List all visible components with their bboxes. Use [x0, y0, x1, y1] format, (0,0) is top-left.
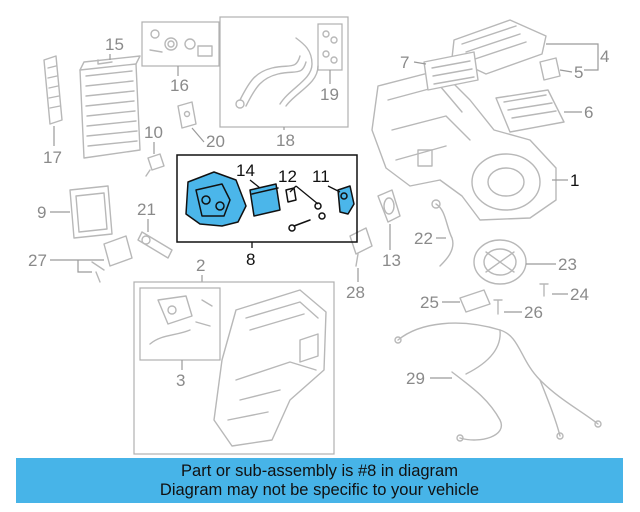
callout-13: 13 [382, 251, 401, 270]
info-banner: Part or sub-assembly is #8 in diagram Di… [16, 458, 623, 503]
part-20-clip [177, 101, 197, 129]
part-1-hvac-housing [371, 69, 557, 221]
part-28-clip [349, 227, 373, 267]
part-5-actuator [539, 57, 561, 81]
part-14-seal-plate [185, 171, 247, 227]
part-16-fittings [149, 29, 213, 57]
part-27-screw-clip [91, 235, 133, 283]
callout-24: 24 [570, 285, 589, 304]
callout-9: 9 [37, 203, 46, 222]
callout-23: 23 [558, 255, 577, 274]
callout-14: 14 [236, 161, 255, 180]
banner-line-2: Diagram may not be specific to your vehi… [159, 481, 480, 499]
part-11-expansion-valve [337, 185, 355, 215]
callout-17: 17 [43, 148, 62, 167]
callout-10: 10 [144, 123, 163, 142]
callout-28: 28 [346, 283, 365, 302]
part-19-o-rings [317, 23, 343, 71]
callout-1: 1 [570, 171, 579, 190]
part-15-evaporator-core [79, 55, 141, 159]
callout-26: 26 [524, 303, 543, 322]
part-7-vent-grille [423, 51, 479, 91]
callout-2: 2 [196, 256, 205, 275]
part-2-box [133, 281, 335, 455]
part-6-cabin-filter [495, 89, 565, 133]
callout-25: 25 [420, 293, 439, 312]
part-13-seal [377, 189, 401, 223]
callout-19: 19 [320, 85, 339, 104]
callout-20: 20 [206, 132, 225, 151]
part-22-drain-tube [431, 199, 454, 267]
callout-3: 3 [176, 371, 185, 390]
part-9-filter [69, 185, 113, 239]
callout-15: 15 [105, 35, 124, 54]
banner-line-1: Part or sub-assembly is #8 in diagram [181, 462, 458, 480]
part-3-actuator-parts [149, 295, 213, 345]
callout-12: 12 [278, 167, 297, 186]
callout-22: 22 [414, 229, 433, 248]
part-18-refrigerant-lines [235, 37, 319, 109]
callout-11: 11 [312, 167, 330, 186]
part-8-assembly-box [176, 154, 358, 243]
part-29-wiring-harness [394, 322, 602, 442]
callout-4: 4 [600, 47, 609, 66]
part-10-sensor [145, 153, 165, 177]
part-26-screw [493, 299, 503, 315]
part-12-seals-clip [285, 187, 326, 232]
callout-21: 21 [137, 200, 156, 219]
part-24-screw [539, 283, 549, 297]
part-23-blower-motor [473, 239, 527, 285]
part-21-actuator-link [137, 231, 173, 259]
callout-27: 27 [28, 251, 47, 270]
callout-29: 29 [406, 369, 425, 388]
callout-18: 18 [276, 131, 295, 150]
part-2-lower-housing [213, 289, 327, 447]
parts-diagram: 15 17 16 19 18 20 [28, 16, 609, 455]
part-3-box [139, 287, 221, 361]
part-14b-pad [249, 183, 281, 217]
callout-7: 7 [400, 53, 409, 72]
part-17-bracket [43, 55, 63, 125]
part-16-box [141, 21, 220, 67]
callout-5: 5 [574, 63, 583, 82]
callout-16: 16 [170, 76, 189, 95]
part-25-resistor [459, 289, 491, 313]
callout-8: 8 [246, 250, 255, 269]
callout-6: 6 [584, 103, 593, 122]
